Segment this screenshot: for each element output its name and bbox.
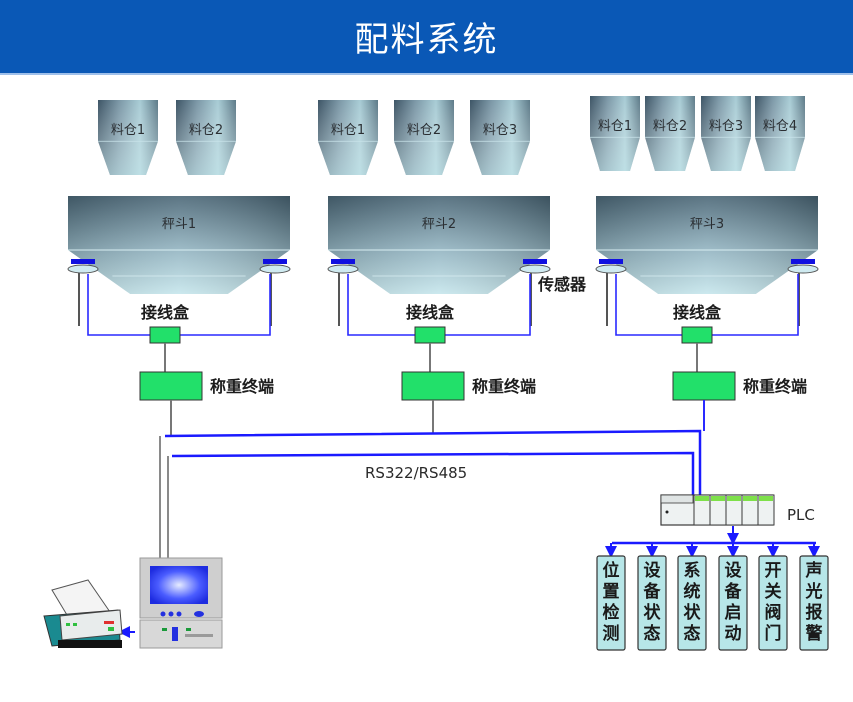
weighing-terminal-label: 称重终端 — [210, 377, 274, 396]
material-bin: 料仓2 — [394, 100, 454, 175]
computer-icon — [118, 557, 223, 649]
output-label-char: 警 — [805, 623, 823, 644]
material-bin: 料仓3 — [470, 100, 530, 175]
output-label-char: 态 — [684, 623, 701, 644]
output-label-char: 启 — [725, 602, 742, 623]
weigh-hopper: 秤斗2 — [328, 196, 550, 294]
output-label-char: 设 — [725, 561, 742, 581]
sensor-label: 传感器 — [537, 275, 587, 294]
bin-label: 料仓1 — [111, 123, 145, 138]
bin-label: 料仓2 — [189, 123, 223, 138]
load-cell-sensor — [259, 259, 291, 326]
output-label-char: 状 — [684, 602, 702, 623]
bin-label: 料仓3 — [483, 123, 517, 138]
bus-line-upper — [164, 429, 702, 503]
material-bin: 料仓2 — [645, 96, 695, 171]
output-label-char: 设 — [644, 561, 661, 581]
printer-icon — [43, 579, 123, 648]
bin-label: 料仓3 — [709, 119, 743, 134]
output-label-char: 关 — [765, 581, 782, 602]
output-label-char: 门 — [765, 623, 782, 644]
hopper-label: 秤斗1 — [162, 217, 196, 232]
output-label-char: 置 — [603, 582, 620, 602]
load-cell-sensor — [595, 259, 627, 326]
material-bin: 料仓1 — [590, 96, 640, 171]
junction-box-label: 接线盒 — [406, 303, 455, 322]
weighing-terminal-label: 称重终端 — [743, 377, 807, 396]
load-cell-sensor — [787, 259, 819, 326]
plc-rack: PLC — [660, 494, 815, 526]
hopper-label: 秤斗3 — [690, 217, 724, 232]
weigh-hopper: 秤斗1 — [68, 196, 290, 294]
bin-label: 料仓2 — [653, 119, 687, 134]
plc-label: PLC — [787, 506, 815, 524]
weigh-hopper: 秤斗3 — [596, 196, 818, 294]
weighing-terminal-label: 称重终端 — [472, 377, 536, 396]
junction-box — [681, 326, 713, 344]
junction-box-label: 接线盒 — [673, 303, 722, 322]
output-label-char: 态 — [644, 623, 661, 644]
output-label-char: 报 — [806, 602, 823, 623]
material-bin: 料仓1 — [98, 100, 158, 175]
junction-box — [149, 326, 181, 344]
bin-label: 料仓4 — [763, 119, 797, 134]
page-title: 配料系统 — [354, 20, 499, 60]
bin-label: 料仓2 — [407, 123, 441, 138]
weighing-terminal — [401, 371, 465, 401]
output-label-char: 检 — [603, 602, 620, 623]
communication-bus: RS322/RS485 — [159, 429, 702, 558]
output-label-char: 动 — [725, 624, 742, 644]
bin-label: 料仓1 — [331, 123, 365, 138]
material-bin: 料仓1 — [318, 100, 378, 175]
output-label-char: 系 — [684, 561, 701, 581]
material-bin: 料仓3 — [701, 96, 751, 171]
output-label-char: 阀 — [765, 602, 782, 623]
output-label-char: 备 — [724, 581, 743, 602]
material-bin: 料仓2 — [176, 100, 236, 175]
hopper-label: 秤斗2 — [422, 217, 456, 232]
bin-label: 料仓1 — [598, 119, 632, 134]
output-label-char: 统 — [684, 581, 701, 602]
load-cell-sensor — [67, 259, 99, 326]
bus-label: RS322/RS485 — [365, 464, 467, 482]
load-cell-sensor — [519, 259, 551, 326]
output-label-char: 位 — [603, 560, 620, 581]
output-label-char: 测 — [603, 623, 620, 644]
output-label-char: 备 — [643, 581, 662, 602]
output-label-char: 开 — [765, 561, 782, 581]
load-cell-sensor — [327, 259, 359, 326]
output-label-char: 状 — [644, 602, 662, 623]
weighing-terminal — [672, 371, 736, 401]
output-label-char: 光 — [805, 581, 823, 602]
material-bin: 料仓4 — [755, 96, 805, 171]
weighing-terminal — [139, 371, 203, 401]
junction-box-label: 接线盒 — [141, 303, 190, 322]
plc-module — [757, 494, 775, 526]
junction-box — [414, 326, 446, 344]
output-label-char: 声 — [805, 560, 823, 581]
header-bar: 配料系统 — [0, 0, 853, 75]
bus-line-lower — [171, 451, 695, 503]
